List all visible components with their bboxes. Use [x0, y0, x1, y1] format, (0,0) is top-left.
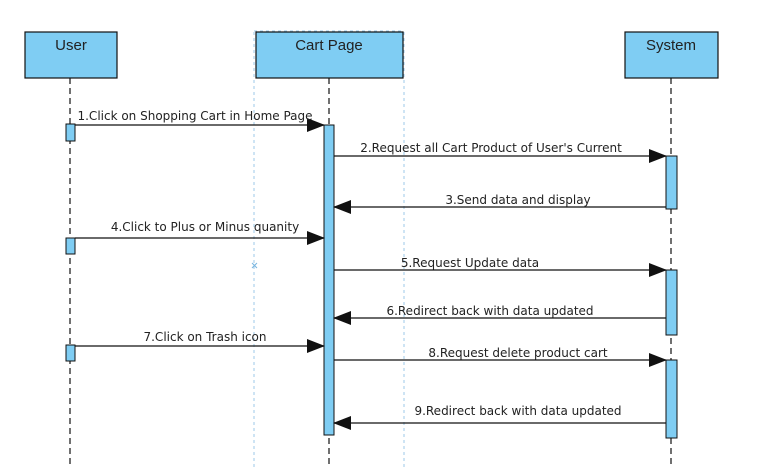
message-7[interactable]: 7.Click on Trash icon — [75, 330, 325, 353]
message-8-label: 8.Request delete product cart — [428, 346, 607, 360]
activation-user-2[interactable] — [65, 237, 76, 255]
message-5-label: 5.Request Update data — [401, 256, 539, 270]
activation-user-1[interactable] — [65, 123, 76, 142]
activation-system-3[interactable] — [665, 359, 678, 439]
message-3-label: 3.Send data and display — [445, 193, 590, 207]
participant-cart-page-box[interactable] — [255, 31, 404, 79]
participant-cart-page[interactable]: Cart Page — [255, 31, 404, 79]
message-2[interactable]: 2.Request all Cart Product of User's Cur… — [334, 141, 667, 163]
selection-cross-marker[interactable] — [251, 262, 258, 269]
message-6-label: 6.Redirect back with data updated — [386, 304, 593, 318]
participant-user-label: User — [55, 37, 87, 54]
message-8[interactable]: 8.Request delete product cart — [334, 346, 667, 367]
message-3[interactable]: 3.Send data and display — [333, 193, 666, 214]
message-4[interactable]: 4.Click to Plus or Minus quanity — [75, 220, 325, 245]
participant-system-label: System — [646, 37, 696, 54]
message-2-label: 2.Request all Cart Product of User's Cur… — [360, 141, 622, 155]
activation-cart[interactable] — [323, 124, 335, 436]
message-1[interactable]: 1.Click on Shopping Cart in Home Page — [75, 109, 325, 132]
activation-bars — [65, 123, 678, 439]
participant-user[interactable]: User — [24, 31, 118, 79]
message-5[interactable]: 5.Request Update data — [334, 256, 667, 277]
participant-user-box[interactable] — [24, 31, 118, 79]
activation-system-2[interactable] — [665, 269, 678, 336]
message-6[interactable]: 6.Redirect back with data updated — [333, 304, 666, 325]
message-9-label: 9.Redirect back with data updated — [414, 404, 621, 418]
activation-user-3[interactable] — [65, 344, 76, 362]
participant-cart-page-label: Cart Page — [295, 37, 363, 54]
selection-guides — [251, 30, 405, 468]
message-1-label: 1.Click on Shopping Cart in Home Page — [77, 109, 312, 123]
participant-system[interactable]: System — [624, 31, 719, 79]
message-7-label: 7.Click on Trash icon — [143, 330, 266, 344]
message-9[interactable]: 9.Redirect back with data updated — [333, 404, 666, 430]
message-4-label: 4.Click to Plus or Minus quanity — [111, 220, 299, 234]
participant-system-box[interactable] — [624, 31, 719, 79]
activation-system-1[interactable] — [665, 155, 678, 210]
